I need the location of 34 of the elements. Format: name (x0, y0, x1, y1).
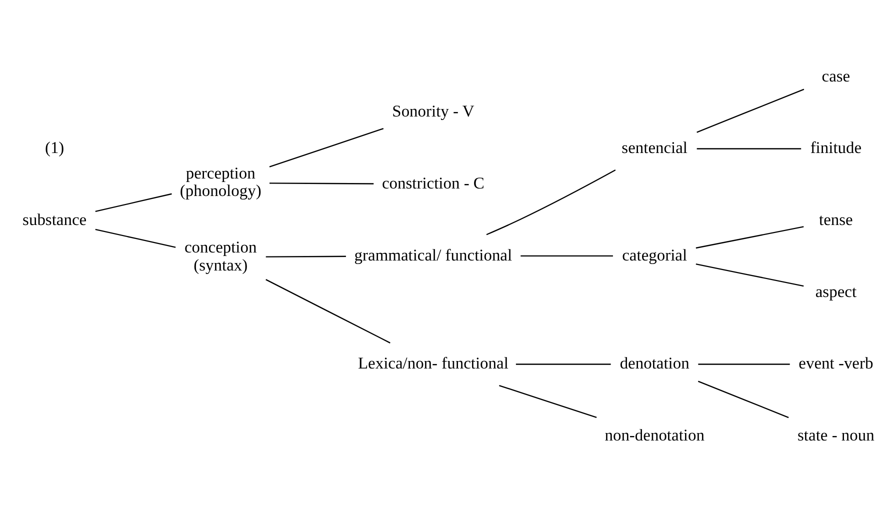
node-text: finitude (810, 138, 862, 157)
node-text: non-denotation (604, 424, 704, 444)
node-text: sentencial (621, 138, 688, 157)
connector (265, 255, 346, 257)
node-text: event -verb (798, 353, 873, 372)
connector (520, 254, 612, 256)
node-text: conception (syntax) (184, 237, 256, 274)
node-text: substance (22, 209, 86, 228)
connector (695, 226, 804, 248)
connector (265, 278, 390, 343)
node-text: grammatical/ functional (354, 244, 512, 264)
connector (94, 228, 176, 248)
connector (94, 192, 172, 212)
connector (696, 148, 801, 149)
label: (1) (44, 138, 64, 157)
node-text: state - noun (797, 424, 874, 444)
connector (268, 128, 384, 167)
connector (695, 263, 804, 286)
node-text: perception (phonology) (179, 162, 261, 200)
node-text: categorial (622, 244, 687, 264)
node-text: Sonority - V (392, 101, 474, 120)
connector (696, 88, 804, 132)
connector (498, 384, 596, 418)
node-text: tense (818, 209, 852, 228)
node-text: constriction - C (381, 172, 484, 192)
connector (697, 380, 788, 418)
node-text: Lexica/non- functional (357, 353, 508, 372)
connector (486, 169, 616, 235)
connector (698, 363, 790, 364)
node-text: case (821, 66, 850, 85)
connector (269, 182, 374, 184)
connector (515, 363, 610, 364)
node-text: aspect (814, 281, 856, 300)
node-text: denotation (619, 353, 689, 372)
